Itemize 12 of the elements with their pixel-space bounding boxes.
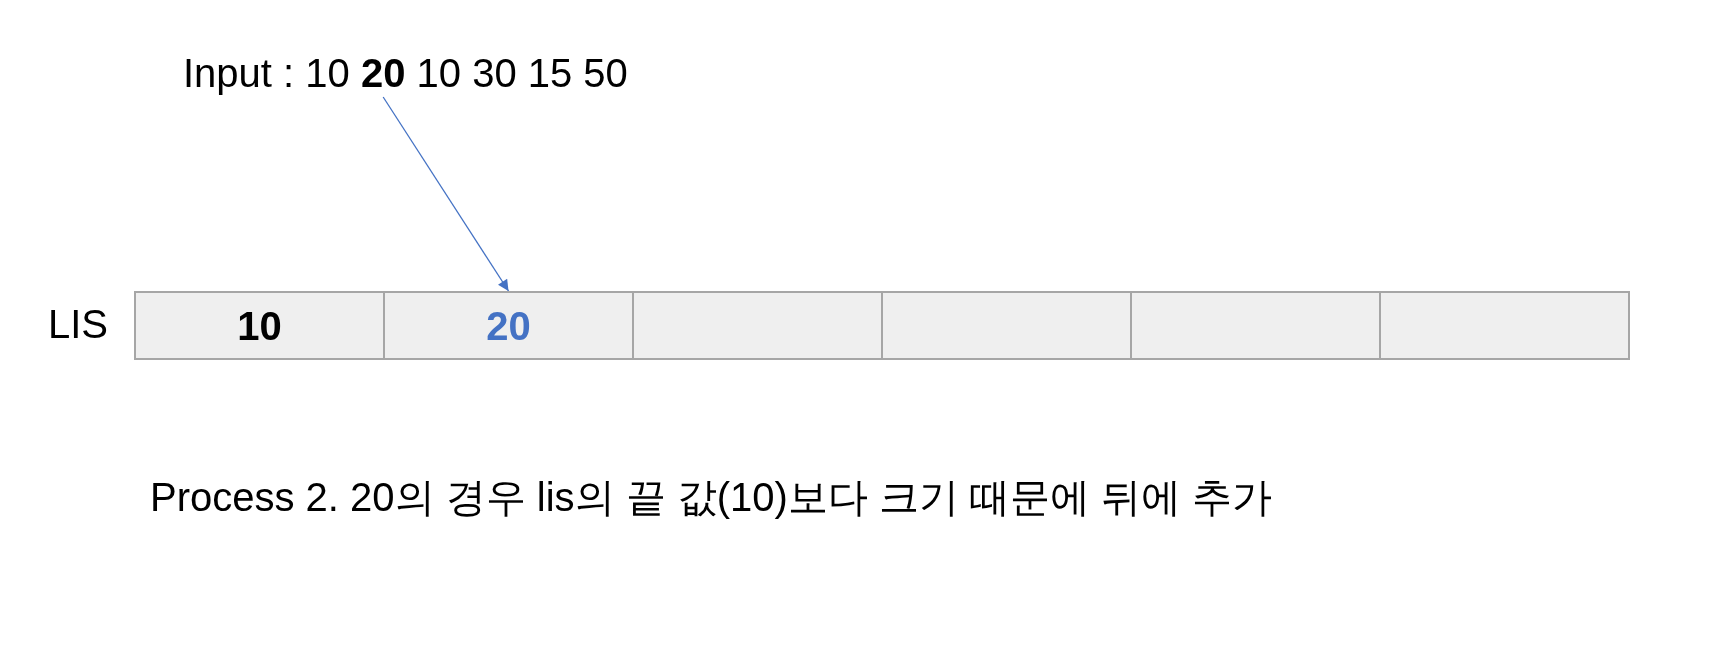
cell-value: 20 <box>486 302 531 350</box>
caption-text: Process 2. 20의 경우 lis의 끝 값(10)보다 크기 때문에 뒤에 추가 <box>150 474 1273 521</box>
arrow <box>382 96 510 292</box>
array-cell <box>632 291 883 360</box>
array-cell <box>881 291 1132 360</box>
array-cell <box>1379 291 1630 360</box>
cell-value: 10 <box>237 302 282 350</box>
array-cell <box>1130 291 1381 360</box>
array-cell <box>134 291 385 360</box>
array-cell <box>383 291 634 360</box>
row-label: LIS <box>48 301 109 348</box>
input-sequence: Input : 10 20 10 30 15 50 <box>183 49 628 97</box>
